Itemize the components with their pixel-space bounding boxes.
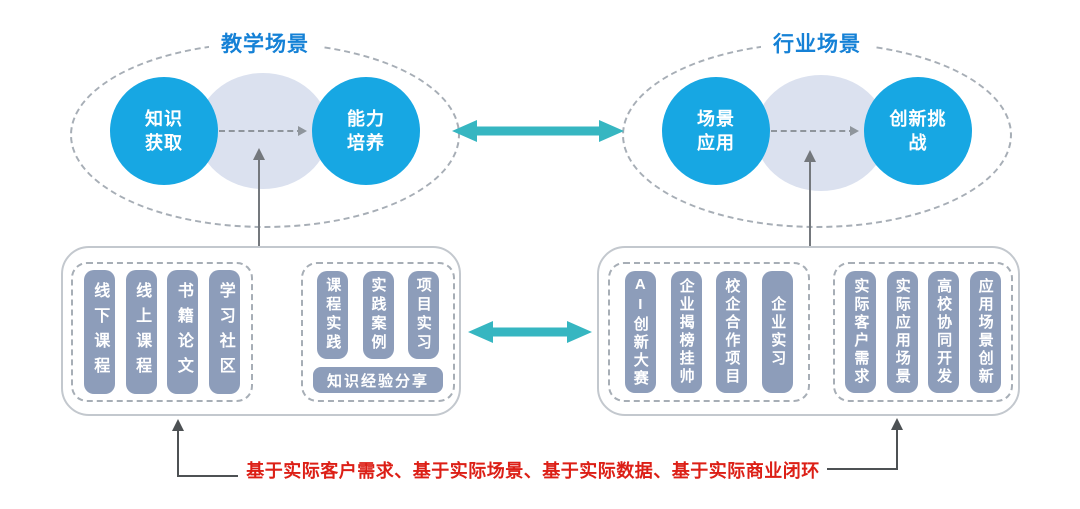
circle-knowledge-acquisition: 知识 获取 bbox=[110, 77, 218, 185]
bar-project-internship: 项目实习 bbox=[407, 271, 439, 359]
double-arrow-top-icon bbox=[452, 118, 624, 149]
bar-course-practice: 课程实践 bbox=[317, 271, 349, 359]
bar-enterprise-challenge: 企业揭榜挂帅 bbox=[670, 271, 702, 393]
teaching-scenario-title: 教学场景 bbox=[209, 28, 321, 58]
industry-reality-group: 实际客户需求 实际应用场景 高校协同开发 应用场景创新 bbox=[833, 262, 1013, 402]
teaching-practice-group: 课程实践 实践案例 项目实习 知识经验分享 bbox=[301, 262, 455, 402]
elbow-arrow-left-icon bbox=[170, 418, 238, 485]
bar-school-enterprise-project: 校企合作项目 bbox=[716, 271, 748, 393]
circle-ability-cultivation: 能力 培养 bbox=[312, 77, 420, 185]
teaching-learning-group: 线下课程 线上课程 书籍论文 学习社区 bbox=[71, 262, 253, 402]
elbow-arrow-right-icon bbox=[827, 417, 903, 478]
bar-offline-course: 线下课程 bbox=[83, 270, 115, 394]
teaching-resources-box: 线下课程 线上课程 书籍论文 学习社区 课程实践 实践案例 项目实习 知识经验分… bbox=[61, 246, 461, 416]
up-arrow-industry-icon bbox=[802, 150, 818, 252]
bar-real-application-scenarios: 实际应用场景 bbox=[886, 271, 918, 393]
up-arrow-teaching-icon bbox=[251, 148, 267, 252]
bar-knowledge-experience-sharing: 知识经验分享 bbox=[313, 367, 443, 393]
industry-scenario-ellipse: 行业场景 场景 应用 创新挑 战 bbox=[622, 28, 1012, 228]
circle-scenario-application: 场景 应用 bbox=[662, 77, 770, 185]
bar-books-papers: 书籍论文 bbox=[167, 270, 199, 394]
industry-activity-group: AI创新大赛 企业揭榜挂帅 校企合作项目 企业实习 bbox=[608, 262, 810, 402]
bar-online-course: 线上课程 bbox=[125, 270, 157, 394]
bar-practice-cases: 实践案例 bbox=[362, 271, 394, 359]
bar-learning-community: 学习社区 bbox=[209, 270, 241, 394]
bottom-caption: 基于实际客户需求、基于实际场景、基于实际数据、基于实际商业闭环 bbox=[246, 461, 820, 481]
teaching-scenario-ellipse: 教学场景 知识 获取 能力 培养 bbox=[70, 28, 460, 228]
double-arrow-middle-icon bbox=[468, 319, 592, 350]
bar-real-customer-needs: 实际客户需求 bbox=[845, 271, 877, 393]
circle-innovation-challenge: 创新挑 战 bbox=[864, 77, 972, 185]
bar-application-scenario-innovation: 应用场景创新 bbox=[969, 271, 1001, 393]
bar-ai-innovation-competition: AI创新大赛 bbox=[624, 271, 656, 393]
industry-resources-box: AI创新大赛 企业揭榜挂帅 校企合作项目 企业实习 实际客户需求 实际应用场景 … bbox=[597, 246, 1020, 416]
dashed-arrow-teaching bbox=[219, 126, 307, 136]
dashed-arrow-industry bbox=[771, 126, 859, 136]
bar-university-co-development: 高校协同开发 bbox=[928, 271, 960, 393]
industry-scenario-title: 行业场景 bbox=[761, 28, 873, 58]
bar-enterprise-internship: 企业实习 bbox=[762, 271, 794, 393]
